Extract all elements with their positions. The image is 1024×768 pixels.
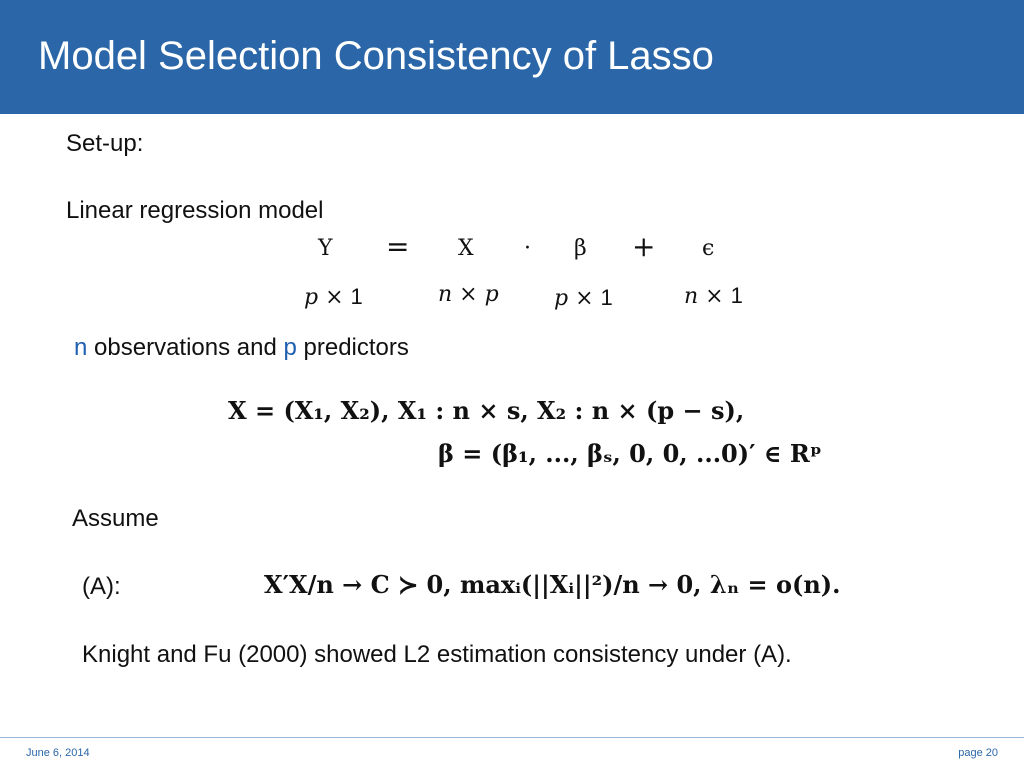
footer-divider xyxy=(0,737,1024,738)
eq-y: Y xyxy=(318,236,333,261)
setup-label: Set-up: xyxy=(66,130,144,157)
title-bar: Model Selection Consistency of Lasso xyxy=(0,0,1024,114)
dim-beta: p × 1 xyxy=(554,285,613,311)
model-label: Linear regression model xyxy=(66,197,324,224)
dim-epsilon: n × 1 xyxy=(684,283,743,309)
partition-formula-line1: X = (X₁, X₂), X₁ : n × s, X₂ : n × (p − … xyxy=(228,396,745,425)
eq-epsilon: ϵ xyxy=(702,236,715,261)
n-highlight: n xyxy=(74,334,88,361)
eq-x: X xyxy=(458,236,474,261)
eq-beta: β xyxy=(574,236,587,261)
condition-a-formula: X′X/n → C ≻ 0, maxᵢ(||Xᵢ||²)/n → 0, λₙ =… xyxy=(264,570,841,599)
p-highlight: p xyxy=(283,334,297,361)
footer-page-number: page 20 xyxy=(958,747,998,759)
slide-title: Model Selection Consistency of Lasso xyxy=(38,34,714,78)
conclusion-text: Knight and Fu (2000) showed L2 estimatio… xyxy=(82,641,792,668)
eq-dot: · xyxy=(524,236,531,261)
partition-formula-line2: β = (β₁, ..., βₛ, 0, 0, ...0)′ ∈ Rᵖ xyxy=(438,439,822,468)
eq-plus: + xyxy=(632,230,656,263)
dim-y: p × 1 xyxy=(304,284,363,310)
dim-x: n × p xyxy=(438,282,499,307)
condition-a-label: (A): xyxy=(82,573,121,600)
assume-label: Assume xyxy=(72,505,159,532)
observations-predictors-text: n observations and p predictors xyxy=(74,334,409,361)
eq-equals: = xyxy=(386,230,410,263)
footer-date: June 6, 2014 xyxy=(26,747,90,759)
